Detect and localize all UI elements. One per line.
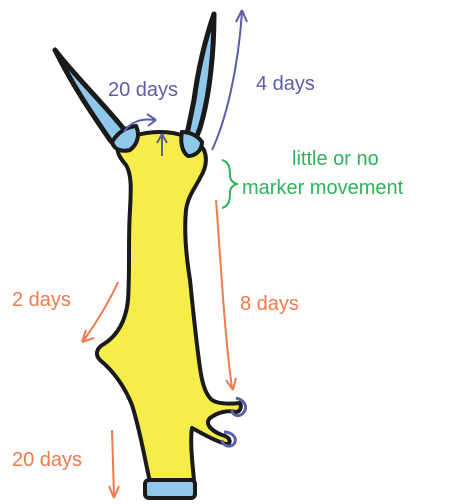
label-marker-movement: marker movement <box>242 177 404 199</box>
right-brace-icon <box>222 160 238 208</box>
left-orange-arrowhead <box>82 330 94 342</box>
label-20-days-top: 20 days <box>108 79 178 101</box>
left-orange-arrow <box>84 282 118 340</box>
bottom-orange-arrow <box>112 430 114 496</box>
green-brace-group <box>222 160 238 208</box>
right-orange-arrow <box>216 200 232 388</box>
label-little-or-no: little or no <box>292 148 379 170</box>
right-blue-arrow <box>212 12 242 150</box>
label-8-days: 8 days <box>240 293 299 315</box>
label-2-days: 2 days <box>12 289 71 311</box>
label-20-days-bottom: 20 days <box>12 449 82 471</box>
base-cap <box>145 480 195 498</box>
label-4-days: 4 days <box>256 73 315 95</box>
yellow-stem <box>97 132 241 482</box>
